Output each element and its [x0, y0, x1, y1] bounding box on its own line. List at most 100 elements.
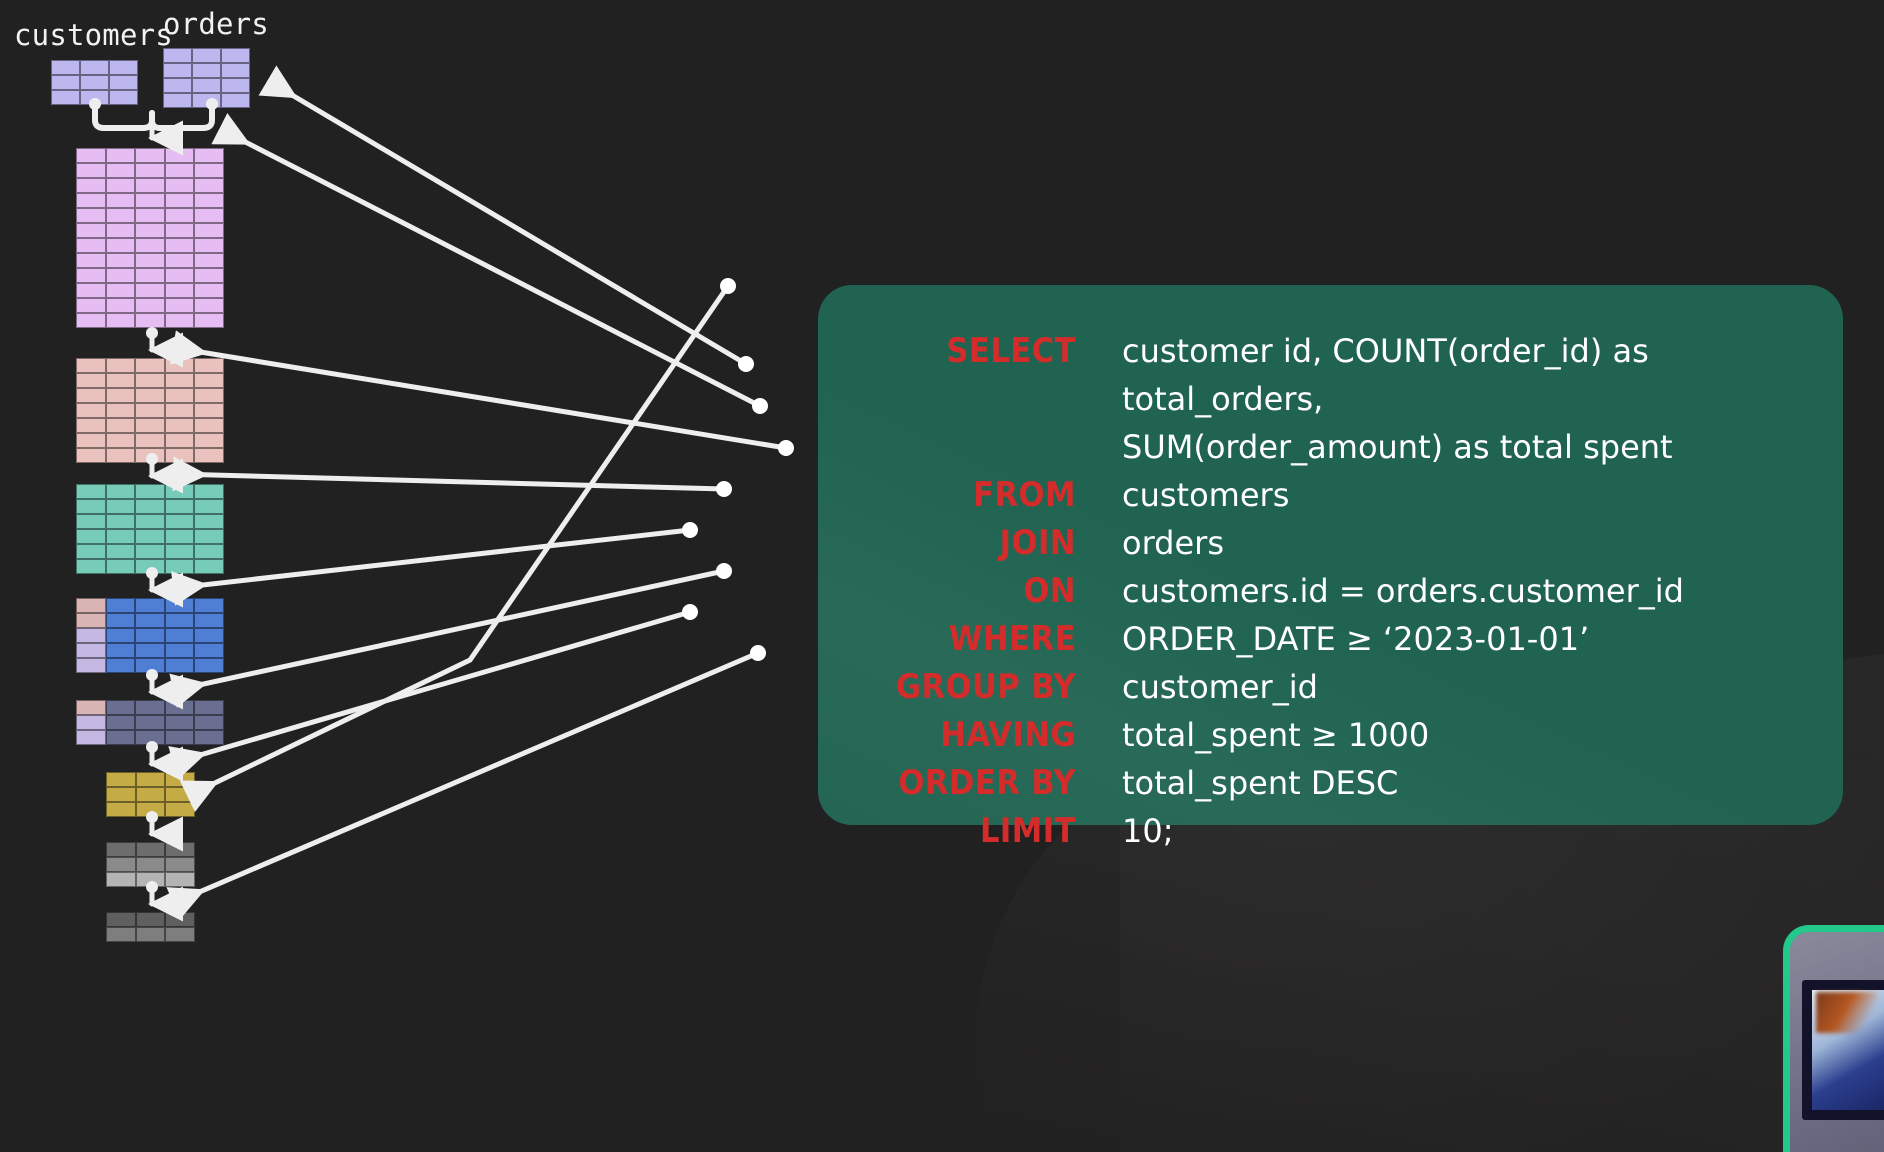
- sql-clause-value: 10;: [1122, 812, 1174, 850]
- table-cell: [105, 148, 135, 163]
- table-cell: [135, 857, 165, 872]
- sql-keyword: ON: [1023, 571, 1076, 611]
- table-cell: [165, 927, 195, 942]
- table-cell: [105, 298, 135, 313]
- stage-table-where-filter: [76, 358, 224, 463]
- table-cell: [76, 484, 106, 499]
- table-cell: [163, 78, 192, 93]
- table-cell: [135, 403, 165, 418]
- table-cell: [164, 268, 194, 283]
- table-cell: [105, 418, 135, 433]
- table-cell: [164, 628, 194, 643]
- table-cell: [135, 628, 165, 643]
- table-cell: [76, 433, 106, 448]
- table-cell: [76, 559, 106, 574]
- table-cell: [105, 373, 135, 388]
- table-cell: [221, 48, 250, 63]
- table-cell: [105, 730, 135, 745]
- sql-clause-value: total_spent DESC: [1122, 764, 1399, 802]
- table-cell: [194, 448, 224, 463]
- table-cell: [105, 388, 135, 403]
- table-cell: [105, 559, 135, 574]
- table-cell: [194, 238, 224, 253]
- table-cell: [76, 448, 106, 463]
- table-cell: [135, 238, 165, 253]
- table-cell: [105, 643, 135, 658]
- table-cell: [76, 418, 106, 433]
- table-cell: [105, 529, 135, 544]
- table-cell: [105, 313, 135, 328]
- table-cell: [164, 358, 194, 373]
- table-cell: [164, 559, 194, 574]
- presenter-video-thumbnail[interactable]: [1783, 925, 1884, 1152]
- source-table-orders: [163, 48, 250, 108]
- table-cell: [105, 544, 135, 559]
- table-cell: [194, 598, 224, 613]
- table-cell: [105, 253, 135, 268]
- table-cell: [105, 178, 135, 193]
- table-cell: [135, 559, 165, 574]
- table-cell: [76, 283, 106, 298]
- table-cell: [105, 193, 135, 208]
- sql-keyword: GROUP BY: [895, 667, 1076, 707]
- table-cell: [194, 358, 224, 373]
- table-cell: [76, 358, 106, 373]
- table-cell: [105, 598, 135, 613]
- stage-table-group-by: [76, 484, 224, 574]
- table-cell: [135, 912, 165, 927]
- table-cell: [221, 78, 250, 93]
- table-cell: [135, 283, 165, 298]
- sql-keyword: LIMIT: [979, 811, 1076, 851]
- sql-clause-value: customers: [1122, 476, 1290, 514]
- table-cell: [106, 787, 136, 802]
- table-cell: [192, 78, 221, 93]
- table-cell: [135, 178, 165, 193]
- table-cell: [135, 358, 165, 373]
- table-cell: [105, 433, 135, 448]
- table-cell: [76, 715, 106, 730]
- table-cell: [76, 658, 106, 673]
- table-cell: [76, 598, 106, 613]
- table-cell: [194, 544, 224, 559]
- table-cell: [106, 872, 136, 887]
- table-cell: [76, 643, 106, 658]
- table-cell: [51, 90, 80, 105]
- table-cell: [194, 148, 224, 163]
- table-cell: [194, 373, 224, 388]
- table-cell: [105, 403, 135, 418]
- table-cell: [194, 658, 224, 673]
- table-cell: [106, 802, 136, 817]
- table-cell: [194, 643, 224, 658]
- table-cell: [135, 418, 165, 433]
- table-cell: [76, 388, 106, 403]
- source-table-customers: [51, 60, 138, 105]
- table-cell: [164, 484, 194, 499]
- table-cell: [135, 643, 165, 658]
- table-cell: [163, 48, 192, 63]
- table-cell: [164, 658, 194, 673]
- table-cell: [164, 499, 194, 514]
- table-cell: [164, 298, 194, 313]
- table-cell: [192, 48, 221, 63]
- table-cell: [135, 499, 165, 514]
- table-cell: [106, 927, 136, 942]
- table-cell: [105, 715, 135, 730]
- table-cell: [165, 787, 195, 802]
- table-cell: [105, 700, 135, 715]
- table-cell: [76, 544, 106, 559]
- table-cell: [164, 730, 194, 745]
- stage-table-aggregate: [76, 598, 224, 673]
- table-cell: [105, 499, 135, 514]
- table-cell: [76, 268, 106, 283]
- sql-keyword: SELECT: [946, 331, 1076, 371]
- table-cell: [135, 208, 165, 223]
- table-cell: [76, 163, 106, 178]
- table-cell: [109, 60, 138, 75]
- table-cell: [76, 223, 106, 238]
- table-label-orders: orders: [163, 7, 269, 41]
- table-cell: [76, 298, 106, 313]
